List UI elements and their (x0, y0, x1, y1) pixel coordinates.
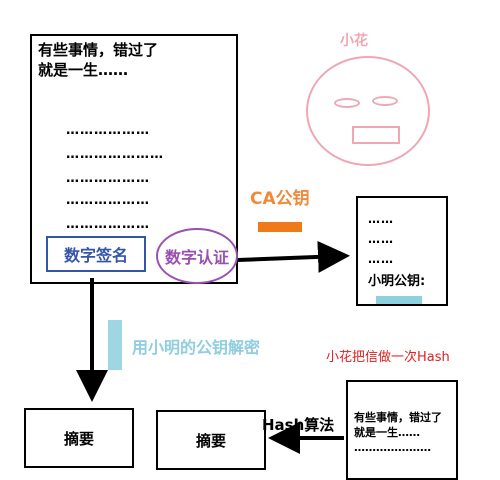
ca-public-key-label: CA公钥 (250, 189, 310, 209)
digital-certificate-ellipse: 数字认证 (156, 228, 238, 284)
cert-key-bar (376, 296, 422, 304)
letter-dots-2: ………………… (66, 147, 164, 162)
cert-public-key-label: 小明公钥: (368, 274, 426, 289)
right-eye-icon (372, 96, 398, 106)
cert-dots-1: …… (368, 212, 394, 226)
digest-box-hashed: 摘要 (156, 410, 266, 470)
letter-copy-line-1: 有些事情，错过了 (354, 411, 442, 424)
letter-copy-line-2: 就是一生…… (354, 426, 420, 439)
cert-dots-3: …… (368, 252, 394, 266)
certificate-document (356, 196, 448, 306)
xiaohua-face-icon (306, 56, 430, 166)
decrypt-key-bar (108, 320, 122, 370)
letter-line-1: 有些事情，错过了 (38, 41, 159, 59)
arrow-cert-to-doc (237, 240, 350, 273)
letter-line-2: 就是一生…… (38, 61, 129, 79)
letter-text: 有些事情，错过了 就是一生…… (38, 40, 208, 80)
arrows-layer (76, 240, 350, 454)
cert-dots-2: …… (368, 232, 394, 246)
letter-dots-5: ……………… (66, 217, 150, 232)
letter-dots-1: ……………… (66, 123, 150, 138)
xiaohua-label: 小花 (340, 33, 368, 49)
digital-signature-box: 数字签名 (46, 236, 146, 272)
hash-note: 小花把信做一次Hash (326, 350, 450, 365)
digest-box-decrypted: 摘要 (24, 408, 134, 468)
letter-dots-3: ……………… (66, 171, 150, 186)
mouth-icon (352, 126, 400, 144)
letter-dots-4: ……………… (66, 193, 150, 208)
decrypt-label: 用小明的公钥解密 (132, 338, 261, 357)
letter-copy-text: 有些事情，错过了 就是一生…… ………………… (354, 410, 458, 455)
ca-key-bar (258, 222, 302, 232)
left-eye-icon (334, 98, 360, 108)
letter-copy-dots: ………………… (354, 441, 431, 454)
